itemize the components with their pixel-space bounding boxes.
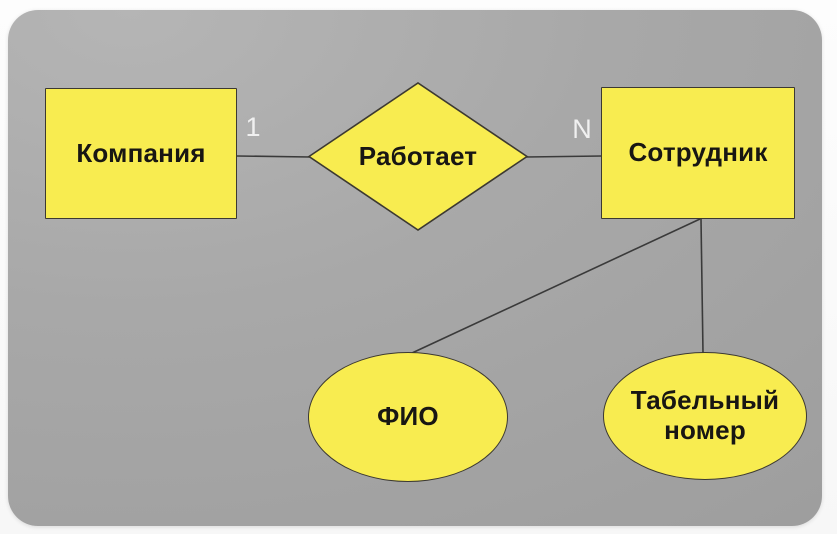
cardinality-right-label: N [572, 114, 592, 144]
attribute-tab-number: Табельный номер [603, 352, 807, 480]
entity-employee: Сотрудник [601, 87, 795, 219]
attribute-fio: ФИО [308, 352, 508, 482]
entity-company: Компания [45, 88, 237, 219]
entity-employee-label: Сотрудник [628, 137, 768, 168]
entity-company-label: Компания [76, 137, 206, 168]
attribute-tab-number-label: Табельный номер [630, 385, 780, 445]
attribute-fio-label: ФИО [377, 401, 439, 432]
cardinality-left-label: 1 [245, 112, 261, 142]
